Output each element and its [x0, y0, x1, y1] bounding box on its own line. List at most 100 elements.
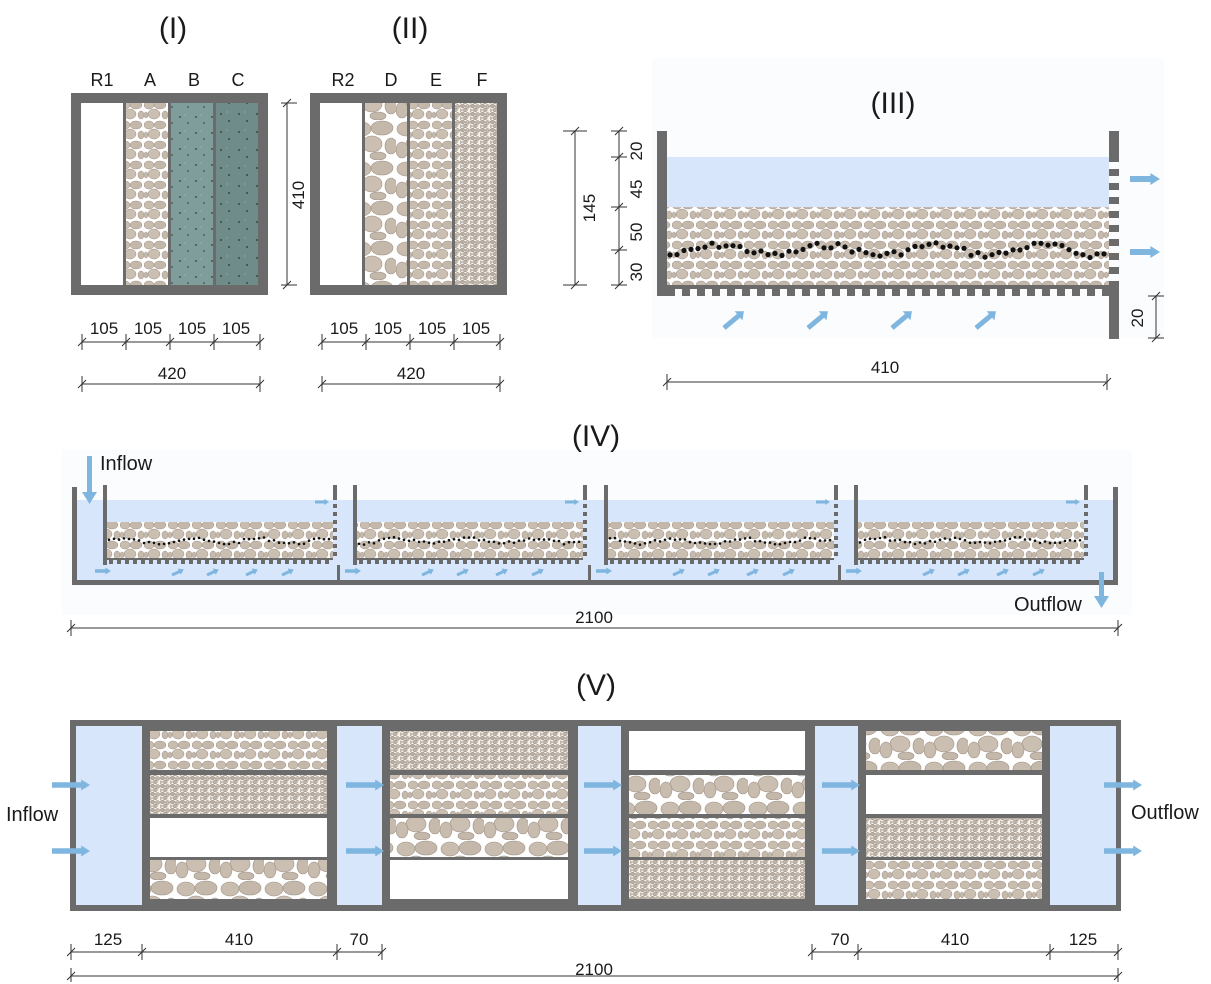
- floor-slot: [714, 560, 718, 564]
- amendment-particle: [695, 246, 701, 252]
- amendment-particle: [618, 539, 622, 543]
- amendment-particle: [517, 539, 521, 542]
- panel-1-width-dim: 105: [222, 319, 250, 338]
- amendment-particle: [1003, 250, 1009, 256]
- floor-slot: [727, 289, 735, 296]
- flow-arrow-icon: [722, 311, 744, 330]
- outlet-slot: [1084, 528, 1088, 532]
- amendment-particle: [1058, 541, 1062, 545]
- panel-4: (IV) Inflow Outflow 2100: [62, 420, 1132, 636]
- outlet-slot: [1084, 544, 1088, 548]
- amendment-particle: [873, 537, 877, 541]
- cell-row: [866, 818, 1042, 857]
- flow-arrow-icon: [974, 311, 996, 330]
- panel-5-dim: 125: [94, 930, 122, 949]
- amendment-particle: [681, 247, 687, 254]
- floor-slot: [125, 560, 129, 564]
- amendment-particle: [975, 250, 981, 256]
- outlet-slot: [1109, 225, 1119, 232]
- panel-3-flow-arrows: [722, 173, 1160, 330]
- amendment-particle: [778, 543, 782, 546]
- panel-1-col-label: R1: [90, 70, 113, 90]
- amendment-particle: [227, 542, 231, 546]
- amendment-particle: [828, 245, 834, 251]
- amendment-particle: [1048, 541, 1052, 545]
- amendment-particle: [863, 538, 867, 542]
- amendment-particle: [292, 541, 296, 544]
- outlet-slot: [834, 520, 838, 524]
- compartment-d: [365, 103, 407, 285]
- amendment-particle: [407, 539, 411, 543]
- amendment-particle: [442, 540, 446, 543]
- amendment-particle: [367, 541, 371, 544]
- amendment-particle: [122, 537, 126, 540]
- amendment-particle: [1080, 252, 1086, 258]
- amendment-particle: [798, 539, 802, 542]
- floor-slot: [650, 560, 654, 564]
- amendment-particle: [1038, 541, 1042, 545]
- floor-slot: [229, 560, 233, 564]
- outlet-slot: [333, 544, 337, 548]
- floor-slot: [1012, 560, 1016, 564]
- floor-slot: [618, 560, 622, 564]
- amendment-particle: [217, 541, 221, 545]
- panel-5-dim: 410: [941, 930, 969, 949]
- amendment-particle: [688, 246, 694, 252]
- amendment-particle: [527, 537, 531, 540]
- amendment-particle: [638, 543, 642, 546]
- amendment-particle: [257, 537, 261, 540]
- floor-slot: [415, 560, 419, 564]
- floor-slot: [285, 560, 289, 564]
- amendment-particle: [716, 244, 722, 250]
- amendment-particle: [1094, 251, 1100, 257]
- amendment-particle: [542, 538, 546, 541]
- outlet-slot: [583, 512, 587, 516]
- amendment-particle: [842, 244, 848, 250]
- amendment-particle: [502, 541, 506, 545]
- floor-slot: [245, 560, 249, 564]
- floor-slot: [972, 560, 976, 564]
- unit-separator: [588, 565, 591, 583]
- panel-3-amendment-layer: [667, 240, 1107, 261]
- cell-row: [629, 731, 805, 770]
- amendment-particle: [940, 244, 946, 250]
- outlet-slot: [333, 520, 337, 524]
- amendment-particle: [562, 543, 566, 546]
- floor-slot: [1020, 560, 1024, 564]
- amendment-particle: [197, 536, 201, 540]
- amendment-particle: [377, 539, 381, 542]
- outlet-slot: [583, 544, 587, 548]
- amendment-particle: [177, 539, 181, 542]
- outlet-chamber: [1050, 726, 1116, 905]
- outlet-slot: [583, 520, 587, 524]
- floor-slot: [757, 289, 765, 296]
- amendment-particle: [849, 249, 855, 255]
- amendment-particle: [577, 540, 581, 544]
- amendment-particle: [947, 243, 953, 249]
- cell-row: [866, 860, 1042, 899]
- floor-slot: [746, 560, 750, 564]
- outlet-slot: [1084, 504, 1088, 508]
- floor-slot: [487, 560, 491, 564]
- amendment-particle: [678, 538, 682, 541]
- amendment-particle: [698, 541, 702, 544]
- amendment-particle: [877, 253, 883, 259]
- panel-5-title: (V): [576, 669, 616, 702]
- floor-slot: [698, 560, 702, 564]
- amendment-particle: [482, 538, 486, 542]
- flow-arrow-icon: [1130, 173, 1160, 185]
- amendment-particle: [800, 246, 806, 252]
- outlet-slot: [333, 512, 337, 516]
- panel-3-height-dim: 45: [627, 180, 646, 199]
- floor-slot: [447, 560, 451, 564]
- floor-slot: [712, 289, 720, 296]
- amendment-particle: [733, 538, 737, 541]
- flow-arrow-icon: [421, 568, 434, 577]
- flow-arrow-icon: [957, 568, 970, 577]
- panel-3: (III) 145 20 45 50 30 20 410: [563, 58, 1164, 390]
- flow-arrow-icon: [346, 779, 384, 791]
- amendment-particle: [437, 540, 441, 543]
- floor-slot: [1044, 560, 1048, 564]
- amendment-particle: [718, 542, 722, 545]
